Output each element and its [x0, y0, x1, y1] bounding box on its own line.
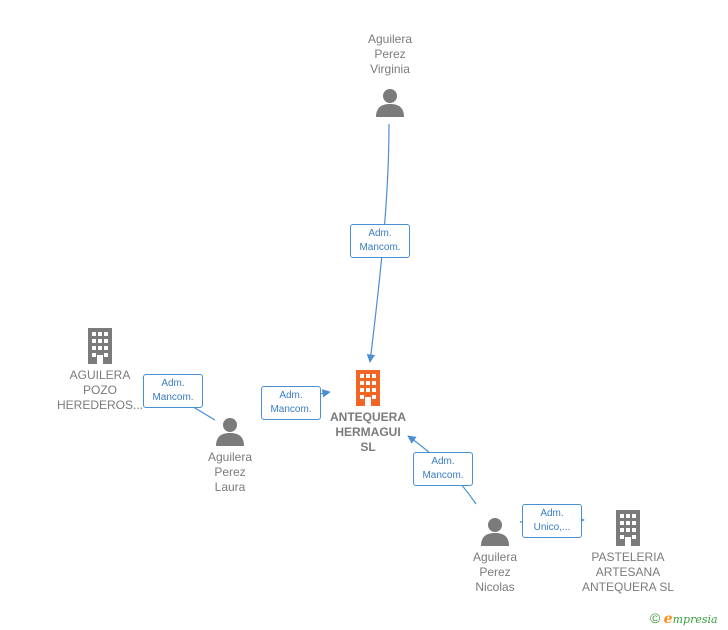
node-label: Aguilera Perez Laura: [207, 450, 253, 494]
person-icon: [376, 89, 404, 117]
brand-name: empresia: [663, 611, 718, 627]
node-label: Aguilera Perez Virginia: [367, 32, 413, 76]
building-icon: [356, 370, 380, 406]
edge-label-nicolas-antequera[interactable]: Adm.Mancom.: [413, 452, 473, 486]
building-icon: [88, 328, 112, 364]
edge-label-laura-herederos[interactable]: Adm.Mancom.: [143, 374, 203, 408]
building-icon: [616, 510, 640, 546]
edge-label-nicolas-pasteleria[interactable]: Adm.Unico,...: [522, 504, 582, 538]
node-virginia[interactable]: Aguilera Perez Virginia: [325, 32, 455, 117]
node-antequera[interactable]: ANTEQUERA HERMAGUI SL: [303, 370, 433, 455]
person-icon: [216, 418, 244, 446]
edge-label-laura-antequera[interactable]: Adm.Mancom.: [261, 386, 321, 420]
copyright-symbol: ©: [650, 610, 661, 626]
node-label: PASTELERIA ARTESANA ANTEQUERA SL: [581, 550, 675, 594]
node-label: Aguilera Perez Nicolas: [472, 550, 518, 594]
empresia-logo: © empresia: [650, 610, 718, 627]
node-label: ANTEQUERA HERMAGUI SL: [329, 410, 406, 454]
edge-label-virginia-antequera[interactable]: Adm.Mancom.: [350, 224, 410, 258]
node-pasteleria[interactable]: PASTELERIA ARTESANA ANTEQUERA SL: [563, 510, 693, 595]
node-label: AGUILERA POZO HEREDEROS...: [56, 368, 143, 412]
person-icon: [481, 518, 509, 546]
node-laura[interactable]: Aguilera Perez Laura: [165, 416, 295, 495]
node-nicolas[interactable]: Aguilera Perez Nicolas: [430, 516, 560, 595]
node-herederos[interactable]: AGUILERA POZO HEREDEROS...: [35, 328, 165, 413]
